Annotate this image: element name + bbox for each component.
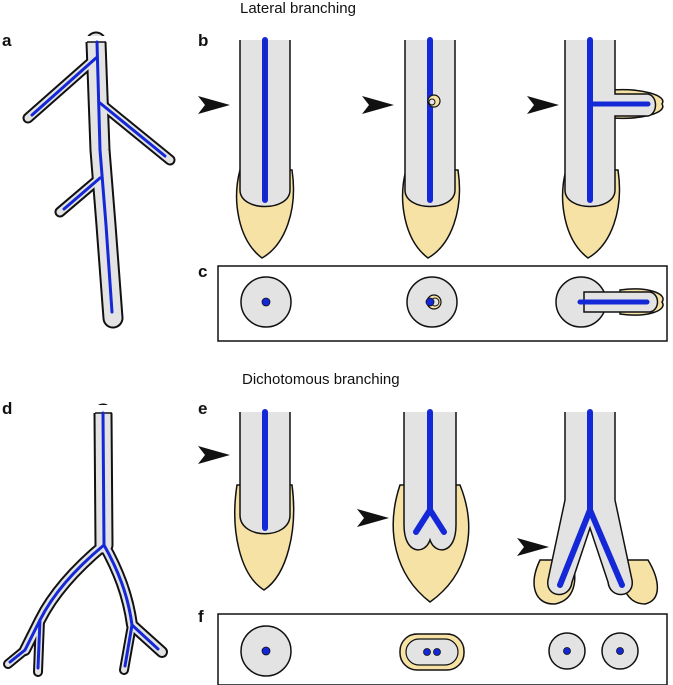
panel-b-root-tip-1 <box>235 37 295 259</box>
panel-label-c: c <box>198 262 207 281</box>
panel-e-root-tip-1 <box>234 409 295 591</box>
panel-f-cross-section-2 <box>399 633 465 671</box>
panel-f-cross-section-3 <box>548 632 639 670</box>
panel-a-lateral-root <box>22 31 176 329</box>
panel-label-e: e <box>198 399 207 418</box>
panel-c-cross-section-3 <box>555 276 664 328</box>
arrowhead-e1 <box>198 446 230 464</box>
arrowhead-b2 <box>362 96 394 114</box>
panel-c-cross-section-1 <box>240 276 292 328</box>
panel-e-root-tip-3 <box>533 409 659 605</box>
panel-b-root-tip-3 <box>561 37 664 259</box>
arrowhead-e2 <box>357 509 389 527</box>
panel-f-frame <box>217 613 668 685</box>
panel-d-dichotomous-root <box>3 403 168 677</box>
panel-f-cross-section-1 <box>240 625 292 677</box>
lateral-branching-title: Lateral branching <box>240 0 356 17</box>
arrowhead-b3 <box>527 96 559 114</box>
arrowhead-e3 <box>517 538 549 556</box>
panel-c-cross-section-2 <box>406 276 458 328</box>
panel-b-root-tip-2 <box>401 37 461 259</box>
panel-label-d: d <box>2 399 12 418</box>
dichotomous-branching-title: Dichotomous branching <box>242 371 400 388</box>
panel-label-a: a <box>2 31 12 50</box>
arrowhead-b1 <box>198 96 230 114</box>
panel-e-root-tip-2 <box>392 409 470 603</box>
panel-label-f: f <box>198 607 204 626</box>
panel-label-b: b <box>198 31 208 50</box>
